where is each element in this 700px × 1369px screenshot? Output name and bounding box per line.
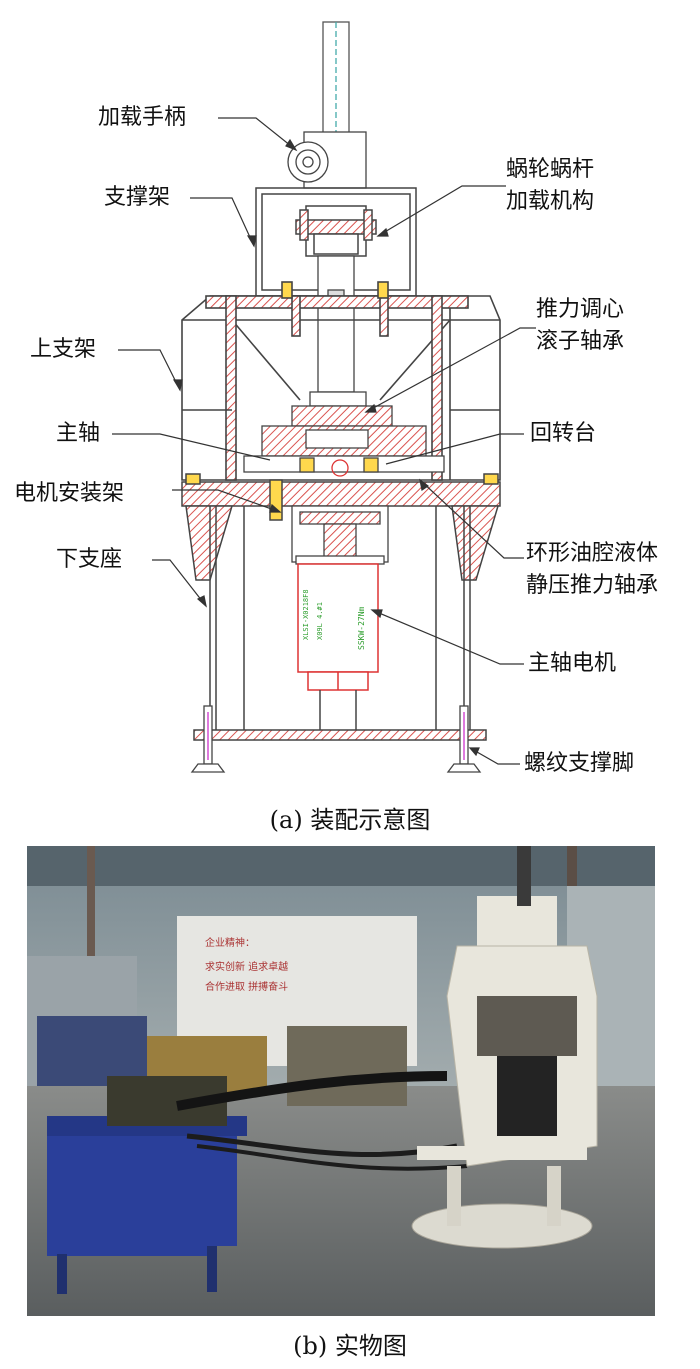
assembly-drawing: SSKW-27Nm XLSI-X0218F8 X09L 4.#1: [112, 21, 536, 773]
label-thrust-bearing-1: 推力调心: [536, 297, 625, 322]
label-lower-base: 下支座: [56, 547, 123, 572]
label-hydro-bearing-2: 静压推力轴承: [526, 573, 659, 598]
motor-mount: [291, 505, 389, 565]
label-turntable: 回转台: [530, 421, 597, 446]
label-worm-gear-2: 加载机构: [506, 189, 595, 214]
label-spindle: 主轴: [56, 421, 101, 446]
caption-b: (b) 实物图: [293, 1332, 407, 1360]
label-motor-mount: 电机安装架: [14, 481, 125, 506]
caption-a: (a) 装配示意图: [269, 806, 431, 834]
load-column: [309, 255, 367, 407]
lower-base: [193, 506, 487, 741]
label-thrust-bearing-2: 滚子轴承: [536, 329, 625, 354]
spindle-motor: [297, 563, 379, 691]
label-worm-gear-1: 蜗轮蜗杆: [506, 157, 595, 182]
label-spindle-motor: 主轴电机: [528, 651, 617, 676]
wall-slogan-title: 企业精神：: [205, 938, 255, 949]
screw-feet: [190, 705, 482, 773]
wall-slogan-line-2: 合作进取 拼搏奋斗: [205, 982, 289, 993]
label-screw-foot: 螺纹支撑脚: [524, 751, 635, 776]
wall-slogan-line-1: 求实创新 追求卓越: [205, 962, 289, 973]
label-upper-frame: 上支架: [30, 337, 97, 362]
bearing-turntable: [243, 405, 445, 477]
upper-frame: [181, 281, 501, 481]
label-support-frame: 支撑架: [104, 185, 171, 210]
leader-lines: [112, 117, 536, 765]
top-shaft: [322, 21, 350, 135]
worm-gearbox: [287, 131, 367, 189]
machine-photo: 企业精神： 求实创新 追求卓越 合作进取 拼搏奋斗: [27, 846, 655, 1316]
motor-label-1: SSKW-27Nm: [357, 606, 366, 650]
label-hydro-bearing-1: 环形油腔液体: [526, 541, 659, 566]
label-loading-handle: 加载手柄: [98, 105, 187, 130]
motor-label-3: X09L 4.#1: [316, 602, 324, 640]
motor-label-2: XLSI-X0218F8: [302, 589, 310, 640]
support-frame: [255, 187, 417, 297]
